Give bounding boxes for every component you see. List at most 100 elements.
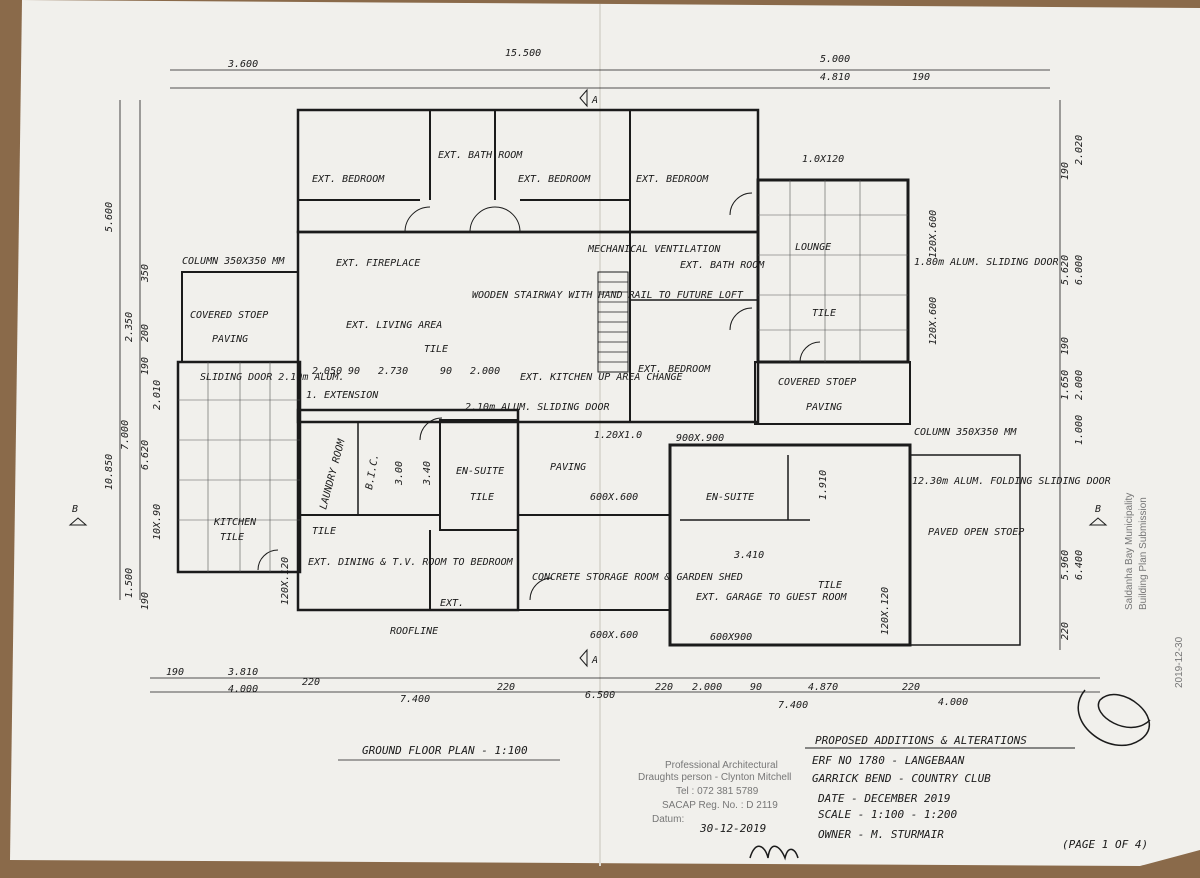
room-label-28: 12.30m ALUM. FOLDING SLIDING DOOR [912,476,1111,487]
title-block-line1: PROPOSED ADDITIONS & ALTERATIONS [815,734,1027,747]
room-label-32: EXT. DINING & T.V. ROOM TO BEDROOM [308,557,514,568]
room-label-21: 1. EXTENSION [306,390,379,401]
dim-left-1: 350 [140,264,151,283]
room-label-34: CONCRETE STORAGE ROOM & GARDEN SHED [532,572,743,583]
dim-internal-2: 2.730 [378,366,408,377]
dim-right-9: 6.400 [1074,550,1085,580]
dim-left-4: 190 [140,357,151,375]
room-label-20: SLIDING DOOR 2.10m ALUM. [200,372,345,383]
municipal-stamp-line2: Building Plan Submission [1138,497,1149,610]
architect-stamp: Professional Architectural Draughts pers… [638,760,791,835]
room-label-0: EXT. BEDROOM [312,174,385,185]
dim-internal-11: 1.910 [818,470,829,500]
stamp-line1: Professional Architectural [665,760,778,771]
room-label-27: EN-SUITE [706,492,754,503]
room-label-38: TILE [812,308,836,319]
room-label-33: EXT. [440,598,464,609]
plan-title: GROUND FLOOR PLAN - 1:100 [362,744,528,757]
dim-internal-7: 600X.600 [590,492,638,503]
dimension-lines [119,69,1100,761]
svg-text:A: A [591,655,598,666]
room-label-14: WOODEN STAIRWAY WITH HAND RAIL TO FUTURE… [472,290,744,301]
room-label-3: EXT. BEDROOM [636,174,709,185]
dim-internal-10: 3.410 [733,550,764,561]
dim-bottom-2: 4.000 [228,684,258,695]
title-block-page: (PAGE 1 OF 4) [1062,838,1148,851]
paper [10,0,1200,866]
municipal-stamp: Saldanha Bay Municipality Building Plan … [1124,493,1185,688]
initials-mark [749,845,799,861]
dim-bottom-11: 220 [902,682,920,693]
stamp-line4: SACAP Reg. No. : D 2119 [662,800,778,811]
municipal-stamp-line1: Saldanha Bay Municipality [1124,493,1135,610]
dim-bottom-9: 90 [750,682,762,693]
title-block-scale: SCALE - 1:100 - 1:200 [818,808,957,821]
room-label-2: EXT. BEDROOM [518,174,591,185]
municipal-stamp-date: 2019-12-30 [1174,636,1185,688]
title-block-line2: ERF NO 1780 - LANGEBAAN [812,754,965,767]
room-label-30: KITCHEN [213,517,257,528]
dim-bottom-1: 3.810 [227,667,258,678]
dim-internal-1: 90 [348,366,360,377]
dim-internal-0: 2.050 [312,366,342,377]
room-label-26: PAVING [550,462,586,473]
dim-internal-5: 1.20X1.0 [594,430,642,441]
svg-text:A: A [591,95,598,106]
dim-right-6: 2.000 [1074,370,1085,400]
room-label-13: TILE [424,344,448,355]
room-label-25: TILE [470,492,494,503]
svg-text:B: B [1095,504,1101,515]
room-label-7: MECHANICAL VENTILATION [587,244,721,255]
room-label-4: LOUNGE [795,242,831,253]
dim-right-0: 2.020 [1074,135,1085,165]
dim-left-9: 10X.90 [152,504,163,540]
dim-internal-16: 3.00 [394,461,405,486]
dim-left-5: 10.850 [104,454,115,490]
title-block-date: DATE - DECEMBER 2019 [817,792,950,805]
room-label-12: EXT. LIVING AREA [346,320,442,331]
dim-top-2: 5.000 [820,54,850,65]
room-label-37: ROOFLINE [390,626,438,637]
dim-internal-15: 2.10m ALUM. SLIDING DOOR [465,402,610,413]
dim-top-0: 3.600 [227,59,258,70]
stair-treads [598,281,628,363]
dim-left-10: 1.500 [124,568,135,598]
room-label-1: EXT. BATH ROOM [438,150,523,161]
room-label-18: PAVING [806,402,842,413]
dim-right-1: 190 [1060,162,1071,180]
dim-internal-9: 600X900 [710,632,752,643]
room-label-9: COLUMN 350X350 MM [182,256,285,267]
title-block-owner: OWNER - M. STURMAIR [818,828,944,841]
dim-bottom-12: 4.000 [938,697,968,708]
dim-left-2: 2.350 [124,312,135,342]
dim-internal-4: 2.000 [470,366,500,377]
dim-bottom-6: 6.500 [585,690,615,701]
dim-right-8: 5.960 [1060,550,1071,580]
dim-left-8: 2.010 [152,380,163,410]
dim-top-4: 190 [912,72,930,83]
room-label-35: EXT. GARAGE TO GUEST ROOM [696,592,847,603]
dim-internal-12: 1.0X120 [802,154,844,165]
signature-mark [1077,689,1151,747]
room-label-31: TILE [220,532,244,543]
room-label-19: COLUMN 350X350 MM [914,427,1017,438]
dim-internal-3: 90 [440,366,452,377]
dim-bottom-5: 220 [497,682,515,693]
stamp-line3: Tel : 072 381 5789 [676,786,759,797]
tile-grid [178,180,908,572]
room-label-36: TILE [818,580,842,591]
dim-top-1: 15.500 [505,48,541,59]
dim-internal-14: 120X.120 [880,587,891,635]
dim-left-3: 200 [140,324,151,342]
walls [176,108,1021,647]
dim-bottom-8: 2.000 [692,682,722,693]
dim-right-2: 5.620 [1060,255,1071,285]
room-label-15: EXT. KITCHEN UP AREA CHANGE [520,372,683,383]
dim-right-4: 190 [1060,337,1071,355]
room-label-17: COVERED STOEP [778,377,856,388]
dim-bottom-13: 7.400 [778,700,808,711]
section-marker-a-top: A [579,88,598,108]
stamp-line2: Draughts person - Clynton Mitchell [638,772,791,783]
